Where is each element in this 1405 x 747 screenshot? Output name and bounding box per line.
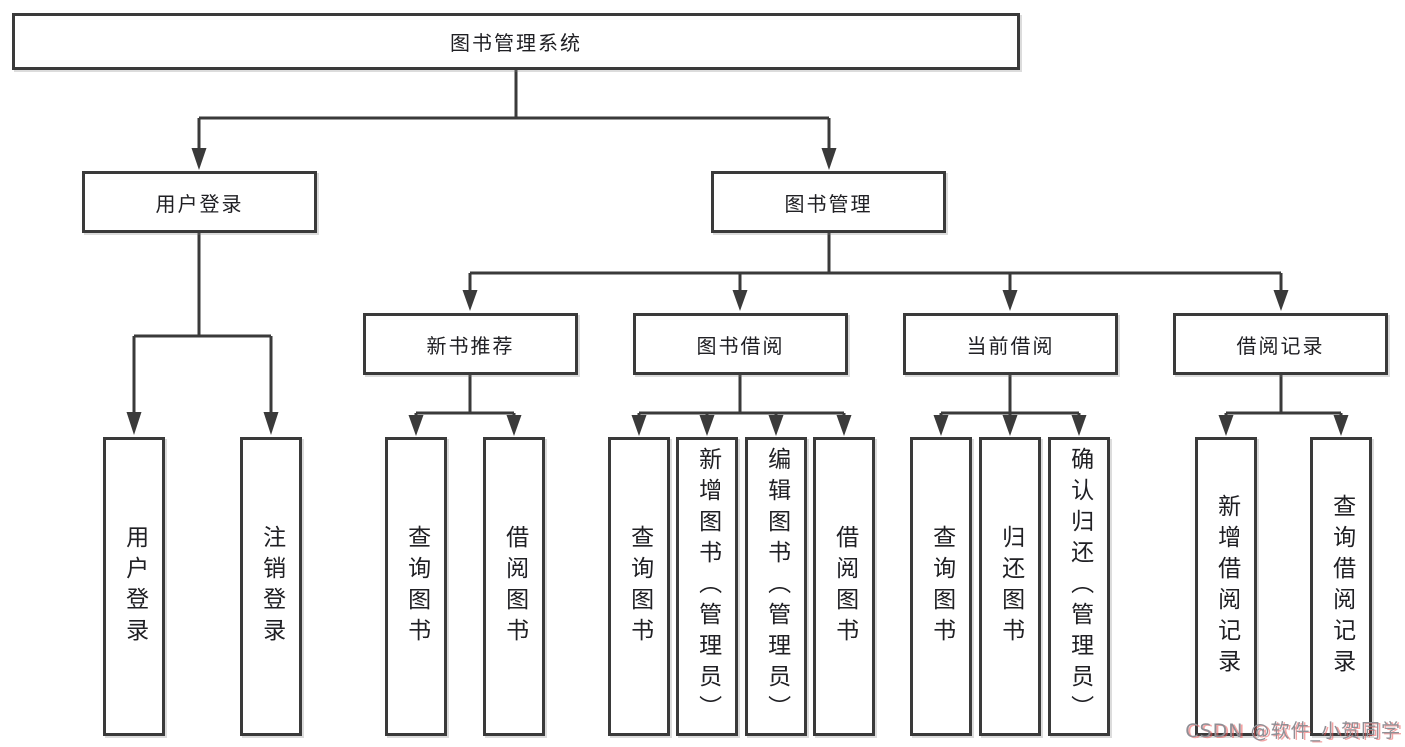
leaf-query-books-recommend: 查询图书: [385, 437, 447, 736]
leaf-confirm-return-admin: 确认归还（管理员）: [1048, 437, 1110, 736]
leaf-user-login-label: 用户登录: [121, 524, 148, 649]
node-borrow-records-label: 借阅记录: [1236, 333, 1325, 358]
leaf-add-books-admin-label: 新增图书（管理员）: [694, 447, 721, 726]
leaf-borrow-books: 借阅图书: [813, 437, 875, 736]
leaf-query-books-current: 查询图书: [910, 437, 972, 736]
leaf-edit-books-admin: 编辑图书（管理员）: [745, 437, 807, 736]
connector-book-borrow-children: [631, 375, 852, 436]
node-book-management: 图书管理: [711, 171, 946, 233]
leaf-edit-books-admin-label: 编辑图书（管理员）: [763, 447, 790, 726]
leaf-query-books-current-label: 查询图书: [928, 524, 955, 649]
leaf-query-borrow-record-label: 查询借阅记录: [1328, 493, 1355, 680]
node-book-management-label: 图书管理: [784, 191, 873, 216]
leaf-add-borrow-record: 新增借阅记录: [1195, 437, 1257, 736]
leaf-add-books-admin: 新增图书（管理员）: [676, 437, 738, 736]
node-new-book-recommend: 新书推荐: [363, 313, 578, 375]
connector-book-management-children: [462, 233, 1289, 311]
leaf-query-books-borrow-label: 查询图书: [626, 524, 653, 649]
leaf-query-books-recommend-label: 查询图书: [403, 524, 430, 649]
connector-user-login-children: [126, 233, 279, 435]
leaf-user-login: 用户登录: [103, 437, 165, 736]
node-borrow-records: 借阅记录: [1173, 313, 1388, 375]
leaf-borrow-books-label: 借阅图书: [831, 524, 858, 649]
connector-borrow-records-children: [1218, 375, 1349, 436]
leaf-logout-login: 注销登录: [240, 437, 302, 736]
node-book-management-system-label: 图书管理系统: [450, 31, 582, 55]
node-user-login-label: 用户登录: [155, 191, 244, 216]
leaf-query-books-borrow: 查询图书: [608, 437, 670, 736]
node-new-book-recommend-label: 新书推荐: [426, 333, 515, 358]
leaf-query-borrow-record: 查询借阅记录: [1310, 437, 1372, 736]
leaf-return-books: 归还图书: [979, 437, 1041, 736]
connector-root-to-level2: [191, 70, 837, 170]
node-current-borrow-label: 当前借阅: [966, 333, 1055, 358]
node-user-login: 用户登录: [82, 171, 317, 233]
leaf-borrow-books-recommend: 借阅图书: [483, 437, 545, 736]
connector-new-book-children: [408, 375, 522, 436]
node-book-management-system: 图书管理系统: [12, 13, 1020, 70]
csdn-watermark: CSDN @软件_小贺同学: [1185, 720, 1401, 742]
leaf-return-books-label: 归还图书: [997, 524, 1024, 649]
leaf-confirm-return-admin-label: 确认归还（管理员）: [1066, 447, 1093, 726]
node-current-borrow: 当前借阅: [903, 313, 1118, 375]
node-book-borrow-label: 图书借阅: [696, 333, 785, 358]
leaf-add-borrow-record-label: 新增借阅记录: [1213, 493, 1240, 680]
connector-current-borrow-children: [933, 375, 1087, 436]
node-book-borrow: 图书借阅: [633, 313, 848, 375]
leaf-borrow-books-recommend-label: 借阅图书: [501, 524, 528, 649]
leaf-logout-login-label: 注销登录: [258, 524, 285, 649]
